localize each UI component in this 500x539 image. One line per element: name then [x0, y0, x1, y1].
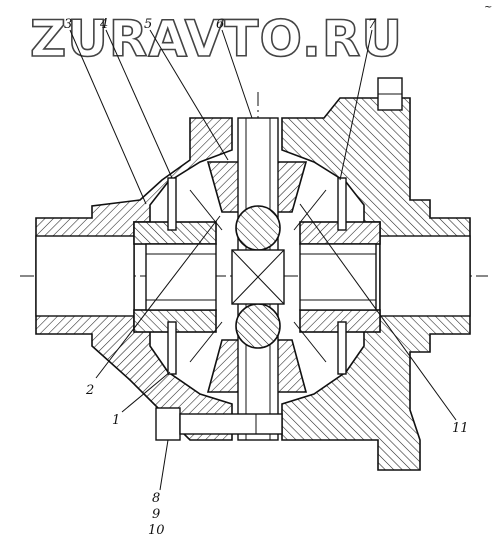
- left-thrust-washer: [167, 177, 177, 231]
- label-10: 10: [148, 523, 165, 538]
- leader-6: [221, 29, 253, 119]
- leader-8: [159, 439, 169, 491]
- label-6: 6: [216, 17, 224, 32]
- leader-7: [339, 29, 373, 181]
- pinion-upper-round: [235, 205, 281, 251]
- spider-cross-2: [231, 249, 285, 305]
- label-5: 5: [144, 17, 152, 32]
- left-spline-bore: [145, 243, 217, 311]
- left-thrust-washer-lower: [167, 321, 177, 375]
- housing-bolt-shank: [179, 413, 283, 435]
- right-spline-bore: [299, 243, 377, 311]
- watermark-text: ZURAVTO.RU: [30, 10, 403, 68]
- right-thrust-washer-lower: [337, 321, 347, 375]
- right-shaft-bore: [379, 235, 471, 317]
- left-shaft-bore: [35, 235, 135, 317]
- leader-4: [105, 29, 173, 179]
- label-4: 4: [99, 17, 108, 32]
- label-1: 1: [112, 413, 120, 428]
- housing-bolt-head: [155, 407, 181, 441]
- pinion-tooth-line-2: [293, 189, 327, 231]
- right-thrust-washer: [337, 177, 347, 231]
- pinion-tooth-line-1: [189, 189, 223, 231]
- label-9: 9: [152, 507, 160, 522]
- leader-11: [299, 203, 457, 421]
- leader-5: [149, 29, 229, 161]
- leader-2: [95, 215, 221, 379]
- pinion-tooth-line-4: [293, 321, 327, 363]
- leader-1: [121, 371, 171, 413]
- label-8: 8: [152, 491, 160, 506]
- pinion-lower-round: [235, 303, 281, 349]
- pinion-tooth-line-3: [189, 321, 223, 363]
- corner-mark: ~: [484, 2, 492, 13]
- label-11: 11: [452, 421, 469, 436]
- label-3: 3: [64, 17, 72, 32]
- label-2: 2: [85, 383, 94, 398]
- label-7: 7: [368, 17, 377, 32]
- leader-3: [69, 29, 147, 205]
